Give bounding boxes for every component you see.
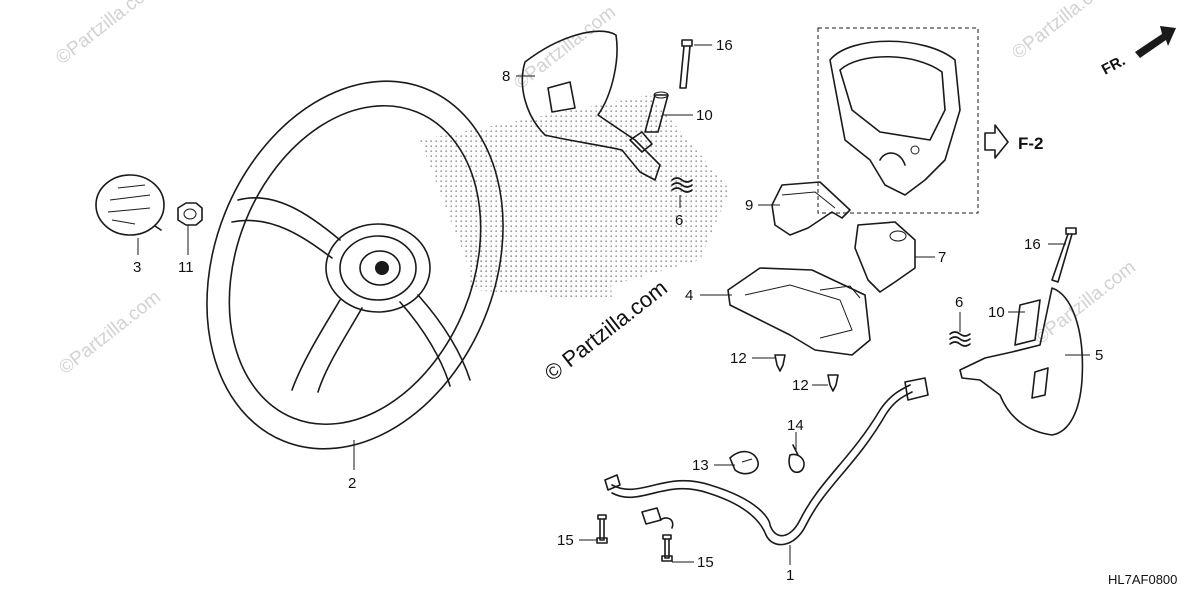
column-cover-left[interactable] xyxy=(521,30,661,181)
watermark: ©Partzilla.com xyxy=(510,2,620,94)
callout-16b[interactable]: 16 xyxy=(1024,236,1041,253)
callout-15b[interactable]: 15 xyxy=(697,554,714,571)
spring-lower[interactable] xyxy=(949,331,971,347)
callout-9[interactable]: 9 xyxy=(745,197,753,214)
reference-arrow xyxy=(984,124,1009,159)
harness-clamp[interactable] xyxy=(788,444,805,474)
steering-wheel[interactable] xyxy=(154,36,556,493)
switch-housing-7[interactable] xyxy=(854,221,916,293)
front-marker: FR. xyxy=(1099,26,1176,79)
callout-5[interactable]: 5 xyxy=(1095,347,1103,364)
screw-a[interactable] xyxy=(596,514,608,544)
lower-bracket[interactable] xyxy=(727,267,871,356)
switch-housing-9[interactable] xyxy=(771,181,851,236)
bolt-lower[interactable] xyxy=(1051,227,1077,283)
screw-b[interactable] xyxy=(661,534,673,562)
watermark: ©Partzilla.com xyxy=(1008,0,1118,64)
callout-3[interactable]: 3 xyxy=(133,259,141,276)
harness-band[interactable] xyxy=(729,450,759,475)
callout-12a[interactable]: 12 xyxy=(730,350,747,367)
callout-6a[interactable]: 6 xyxy=(675,212,683,229)
callout-8[interactable]: 8 xyxy=(502,68,510,85)
collar-upper[interactable] xyxy=(644,91,669,133)
clip-b[interactable] xyxy=(827,374,839,392)
column-cover-right[interactable] xyxy=(959,287,1084,436)
callout-14[interactable]: 14 xyxy=(787,417,804,434)
clip-a[interactable] xyxy=(774,354,786,372)
reference-label: F-2 xyxy=(1018,134,1044,153)
callout-2[interactable]: 2 xyxy=(348,475,356,492)
meter-assembly-reference[interactable] xyxy=(817,27,979,214)
callout-7[interactable]: 7 xyxy=(938,249,946,266)
callout-1[interactable]: 1 xyxy=(786,567,794,584)
front-marker-label: FR. xyxy=(1099,52,1128,78)
callout-12b[interactable]: 12 xyxy=(792,377,809,394)
horn-emblem[interactable] xyxy=(95,174,165,236)
callout-15a[interactable]: 15 xyxy=(557,532,574,549)
callout-16a[interactable]: 16 xyxy=(716,37,733,54)
brand-logo-stipple xyxy=(420,95,730,300)
callout-4[interactable]: 4 xyxy=(685,287,693,304)
callout-11[interactable]: 11 xyxy=(178,259,194,276)
bolt-upper[interactable] xyxy=(679,39,693,89)
callout-13[interactable]: 13 xyxy=(692,457,709,474)
steering-nut[interactable] xyxy=(177,202,203,226)
watermark: ©Partzilla.com xyxy=(55,287,165,379)
wire-harness[interactable] xyxy=(604,377,929,546)
callout-10a[interactable]: 10 xyxy=(696,107,713,124)
spring-upper[interactable] xyxy=(671,177,693,193)
watermark: ©Partzilla.com xyxy=(52,0,162,69)
drawing-code: HL7AF0800 xyxy=(1108,572,1177,587)
callout-10b[interactable]: 10 xyxy=(988,304,1005,321)
collar-lower[interactable] xyxy=(1014,299,1041,346)
callout-6b[interactable]: 6 xyxy=(955,294,963,311)
callout-group: 1 2 3 4 5 6 6 7 8 9 10 10 11 12 12 13 14 xyxy=(133,37,1103,584)
watermark: ©Partzilla.com xyxy=(1030,257,1140,349)
